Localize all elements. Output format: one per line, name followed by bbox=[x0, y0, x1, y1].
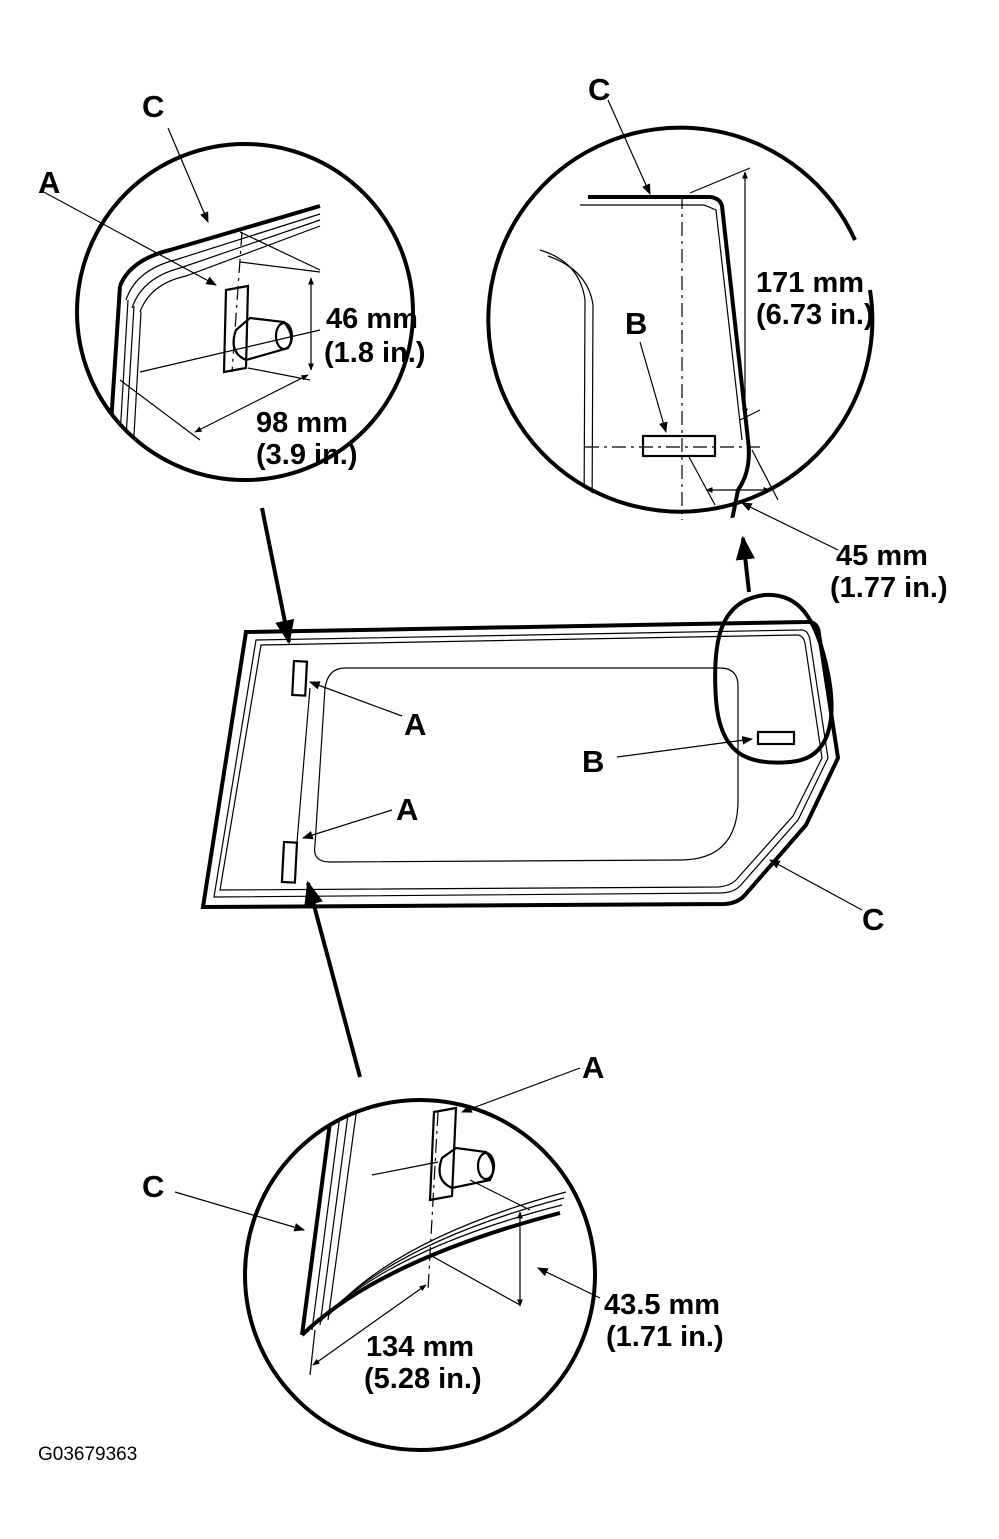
detail-bottom bbox=[243, 1098, 597, 1452]
label-a-panel-lower: A bbox=[396, 792, 418, 827]
label-c-top-right: C bbox=[588, 72, 610, 107]
label-c-top-left: C bbox=[142, 89, 164, 124]
dim-tr-width-in: (1.77 in.) bbox=[830, 572, 948, 604]
label-b-top-right: B bbox=[625, 306, 647, 341]
figure-id: G03679363 bbox=[38, 1444, 137, 1465]
detail-top-left bbox=[75, 142, 415, 482]
label-a-bottom: A bbox=[582, 1050, 604, 1085]
panel-clip-upper bbox=[291, 659, 309, 697]
spacer-b-detail-tr bbox=[641, 434, 717, 458]
label-b-panel: B bbox=[582, 744, 604, 779]
detail-highlight-ellipse bbox=[713, 592, 834, 765]
dim-tl-width-mm: 98 mm bbox=[256, 407, 348, 439]
dim-tr-height-mm: 171 mm bbox=[756, 267, 864, 299]
dim-tl-height-in: (1.8 in.) bbox=[324, 337, 426, 369]
main-glass-panel bbox=[200, 592, 841, 910]
label-c-bottom: C bbox=[142, 1169, 164, 1204]
clip-a-detail-bottom bbox=[428, 1106, 458, 1202]
clip-a-detail-tl bbox=[222, 284, 250, 374]
dim-bottom-height-mm: 43.5 mm bbox=[604, 1289, 720, 1321]
dim-tl-height-mm: 46 mm bbox=[326, 303, 418, 335]
dim-tl-width-in: (3.9 in.) bbox=[256, 439, 358, 471]
dim-bottom-width-in: (5.28 in.) bbox=[364, 1363, 482, 1395]
dim-tr-width-mm: 45 mm bbox=[836, 540, 928, 572]
panel-spacer bbox=[756, 730, 796, 746]
label-a-top-left: A bbox=[38, 165, 60, 200]
label-a-panel-upper: A bbox=[404, 707, 426, 742]
dim-tr-height-in: (6.73 in.) bbox=[756, 299, 874, 331]
panel-clip-lower bbox=[280, 840, 299, 884]
detail-top-right bbox=[486, 125, 875, 522]
label-c-panel: C bbox=[862, 902, 884, 937]
dim-bottom-height-in: (1.71 in.) bbox=[606, 1321, 724, 1353]
dim-bottom-width-mm: 134 mm bbox=[366, 1331, 474, 1363]
